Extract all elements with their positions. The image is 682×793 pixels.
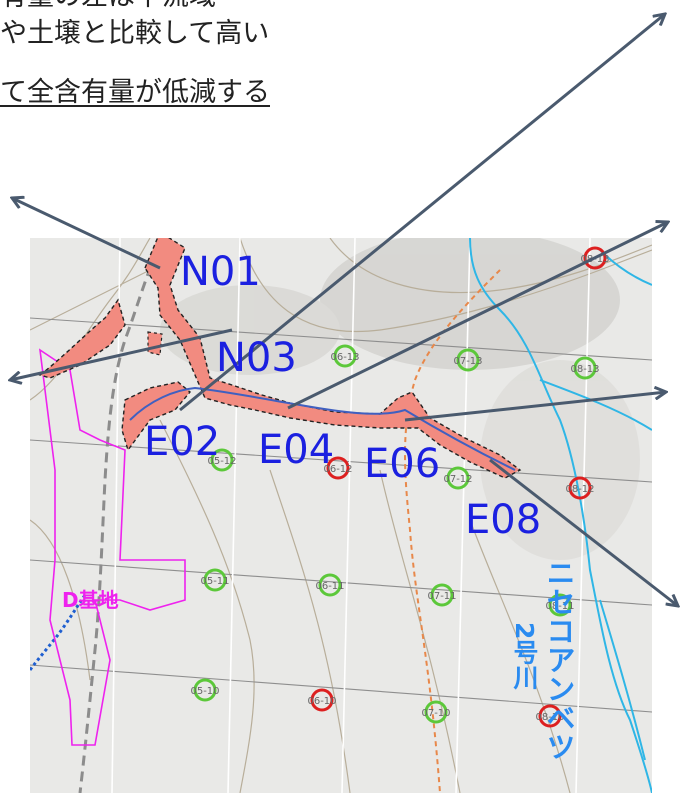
well-label: 05-11 (200, 576, 229, 587)
route-centerline (129, 386, 516, 471)
header-text-line-1: 有量の差は下流域 (0, 0, 216, 14)
well-marker (430, 583, 454, 607)
well-marker (193, 678, 217, 702)
well-label: 05-10 (190, 686, 219, 697)
d-base-boundary (38, 348, 186, 746)
well-marker (424, 700, 448, 724)
well-label: 07-12 (443, 474, 472, 485)
well-marker (210, 448, 234, 472)
well-marker (310, 688, 334, 712)
well-label: 06-12 (323, 464, 352, 475)
site-label-e06: E06 (364, 441, 441, 487)
sampling-area-west (38, 298, 126, 379)
header-text-line-2: や土壌と比較して高い (0, 18, 270, 49)
site-label-e02: E02 (144, 419, 221, 465)
well-label: 07-11 (427, 591, 456, 602)
direction-arrows (10, 14, 678, 606)
sampling-area-e02 (121, 381, 191, 452)
well-label: 08-13 (570, 364, 599, 375)
well-label: 08-10 (535, 712, 564, 723)
site-label-e08: E08 (465, 497, 542, 543)
well-marker (456, 348, 480, 372)
site-label-n01: N01 (180, 249, 261, 295)
arrow-e02-to-upper-right (179, 14, 665, 412)
arrow-n03-to-left (10, 328, 233, 380)
well-marker (203, 568, 227, 592)
well-label: 07-13 (453, 356, 482, 367)
arrow-n01-to-upper-left (12, 198, 161, 270)
site-label-n03: N03 (216, 335, 297, 381)
area-label-d-base: D基地 (62, 588, 119, 612)
arrow-e08-to-lower-right (489, 458, 678, 606)
well-label: 08-12 (565, 484, 594, 495)
well-label: 08-11 (545, 601, 574, 612)
well-label: 06-13 (330, 352, 359, 363)
well-label: 06-10 (307, 696, 336, 707)
well-marker (583, 246, 607, 270)
stream-dotted-line (30, 594, 87, 671)
well-marker (318, 573, 342, 597)
terrain-shading (160, 238, 640, 560)
header-text-line-3: て全含有量が低減する (0, 77, 270, 108)
road-dashed-line (78, 238, 167, 793)
river-label-sub: 2号川 (510, 622, 539, 690)
well-marker (538, 704, 562, 728)
well-label: 05-12 (207, 456, 236, 467)
well-marker (573, 356, 597, 380)
well-marker (326, 456, 350, 480)
well-label: 06-11 (315, 581, 344, 592)
well-markers: 08-13 07-13 06-13 08-13 05-12 06-12 07-12 08-12… (190, 246, 610, 728)
well-marker (446, 466, 470, 490)
well-marker (568, 476, 592, 500)
river-lines (469, 238, 652, 793)
site-label-e04: E04 (258, 427, 335, 473)
river-label-main: ニセコアンベツ (542, 558, 576, 761)
well-label: 08-13 (580, 254, 609, 265)
well-label: 07-10 (421, 708, 450, 719)
sampling-area-small (147, 331, 163, 356)
well-marker (548, 593, 572, 617)
arrow-e04-to-right (287, 222, 668, 410)
well-marker (333, 344, 357, 368)
arrow-e06-to-right (404, 392, 666, 422)
